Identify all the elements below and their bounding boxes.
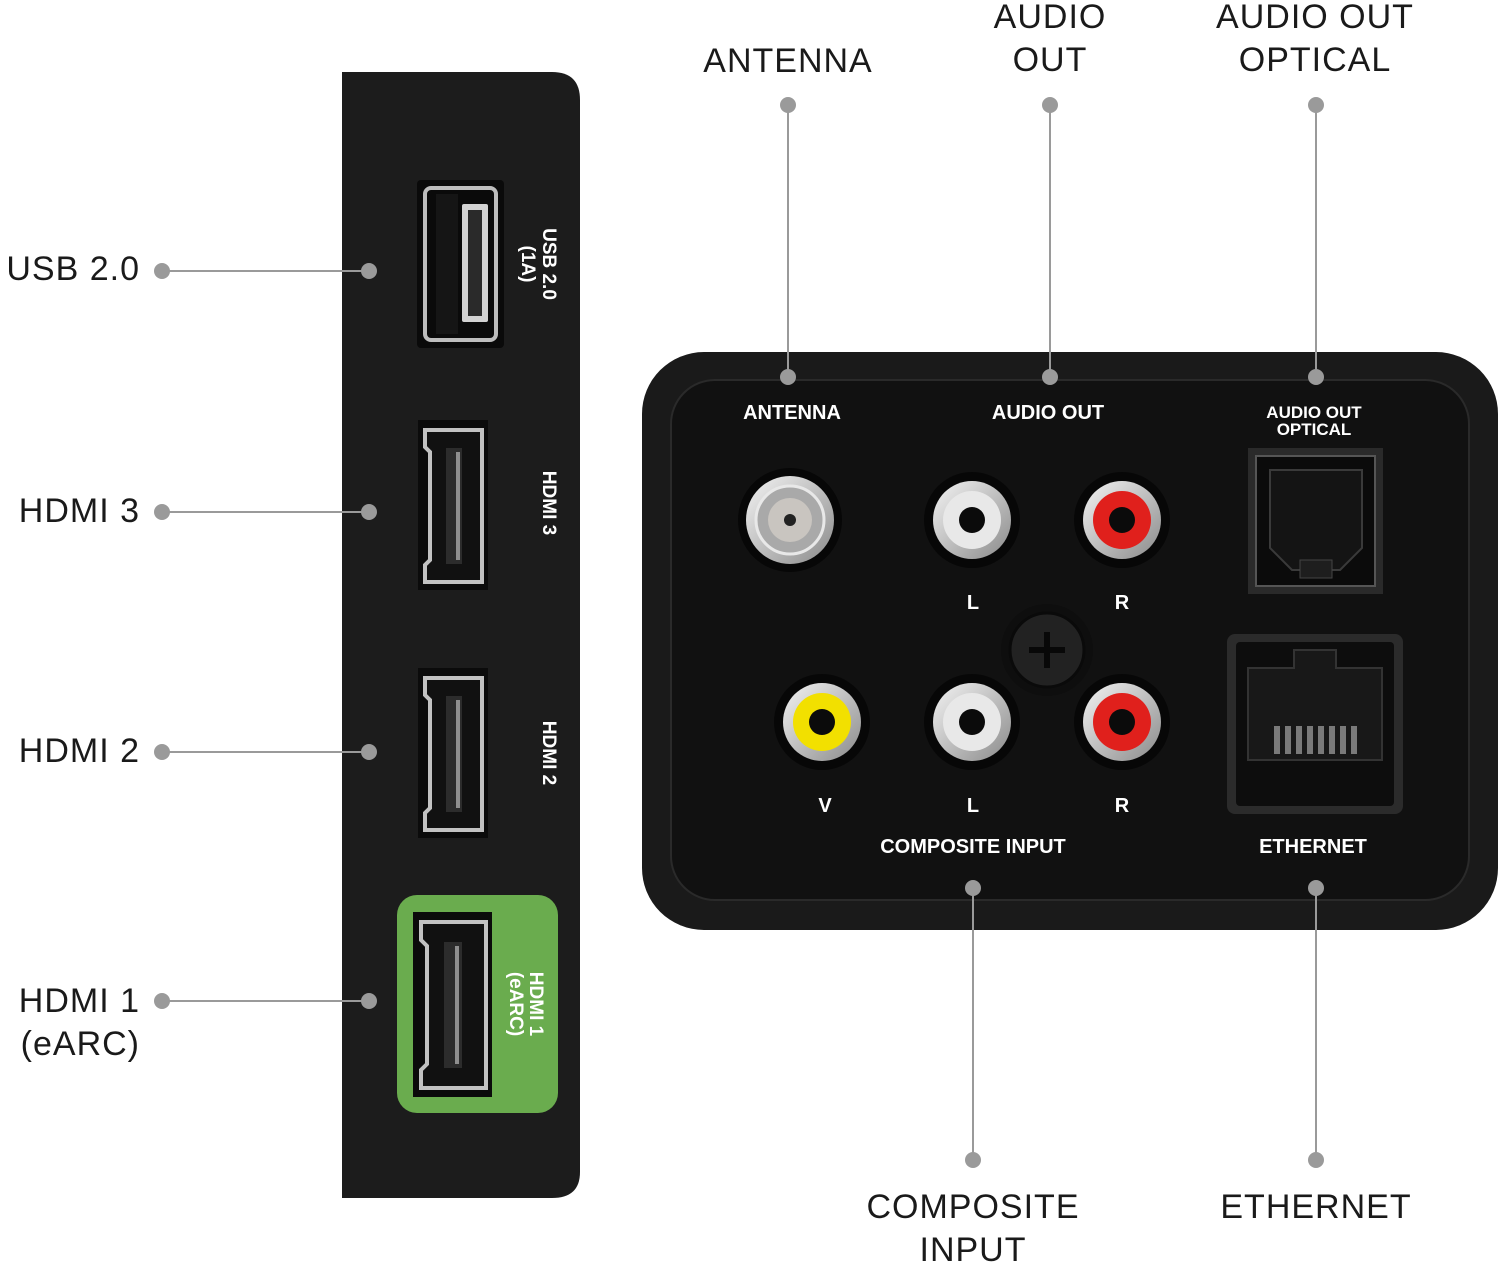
side-label-hdmi1-line2: (eARC): [505, 972, 526, 1036]
side-label-hdmi2: HDMI 2: [538, 721, 559, 785]
hdmi3-port: [418, 420, 488, 590]
panel-label-right-top: R: [1115, 592, 1130, 614]
composite-right-jack: [1074, 674, 1170, 770]
composite-left-jack: [924, 674, 1020, 770]
screw-icon: [1001, 604, 1093, 696]
composite-video-jack: [774, 674, 870, 770]
hdmi2-port: [418, 668, 488, 838]
antenna-port: [738, 468, 842, 572]
panel-label-left-bottom: L: [967, 795, 979, 817]
audio-out-right-jack: [1074, 472, 1170, 568]
panel-label-optical-line2: OPTICAL: [1277, 420, 1352, 439]
hdmi1-port: [413, 912, 492, 1097]
panel-label-antenna: ANTENNA: [743, 402, 841, 424]
audio-out-left-jack: [924, 472, 1020, 568]
side-label-usb-line1: USB 2.0: [538, 228, 559, 300]
panel-label-right-bottom: R: [1115, 795, 1130, 817]
panel-label-composite: COMPOSITE INPUT: [880, 836, 1066, 858]
side-label-hdmi3: HDMI 3: [538, 471, 559, 535]
panel-label-video: V: [818, 795, 832, 817]
usb-port: [417, 180, 504, 348]
side-label-hdmi1-line1: HDMI 1: [525, 972, 546, 1037]
panel-label-left-top: L: [967, 592, 979, 614]
panel-label-ethernet: ETHERNET: [1259, 836, 1367, 858]
ethernet-port: [1227, 634, 1403, 814]
panel-label-audio-out: AUDIO OUT: [992, 402, 1104, 424]
optical-port: [1248, 448, 1383, 594]
side-label-usb-line2: (1A): [517, 246, 538, 283]
